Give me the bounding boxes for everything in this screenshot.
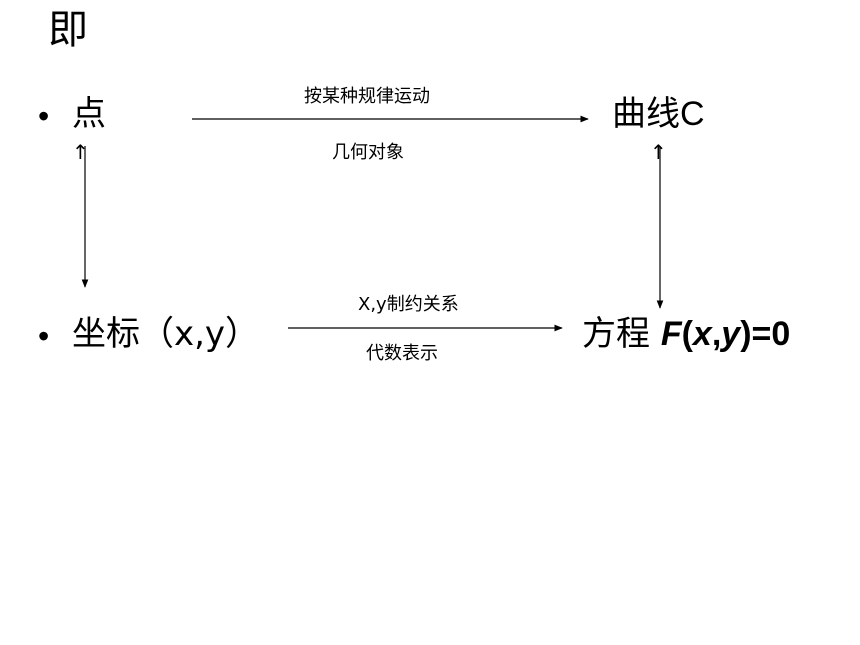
equation-x: x	[692, 315, 712, 353]
equation-label: 方程 F(x,y)=0	[582, 314, 790, 354]
equation-y: y	[721, 315, 741, 353]
constraint-relation-label: X,y制约关系	[358, 294, 459, 315]
geometric-object-label: 几何对象	[332, 142, 404, 163]
right-up-marker: ↑	[650, 140, 667, 164]
equation-open: (	[681, 315, 693, 353]
curve-label-letter: C	[680, 95, 705, 133]
coordinate-label: 坐标（x,y）	[72, 314, 260, 354]
point-label: 点	[72, 94, 106, 134]
motion-rule-label: 按某种规律运动	[304, 86, 430, 107]
curve-label: 曲线C	[612, 94, 705, 134]
equation-f: F	[660, 315, 682, 353]
equation-comma: ,	[711, 315, 722, 353]
algebraic-representation-label: 代数表示	[366, 343, 438, 364]
equation-label-cn: 方程	[582, 314, 661, 354]
equation-rest: )=0	[740, 315, 791, 353]
equation-expression: F(x,y)=0	[661, 315, 791, 353]
slide-title: 即	[48, 7, 88, 53]
bullet-point-top: •	[38, 98, 50, 134]
bullet-point-bottom: •	[38, 318, 50, 354]
curve-label-cn: 曲线	[612, 94, 680, 134]
